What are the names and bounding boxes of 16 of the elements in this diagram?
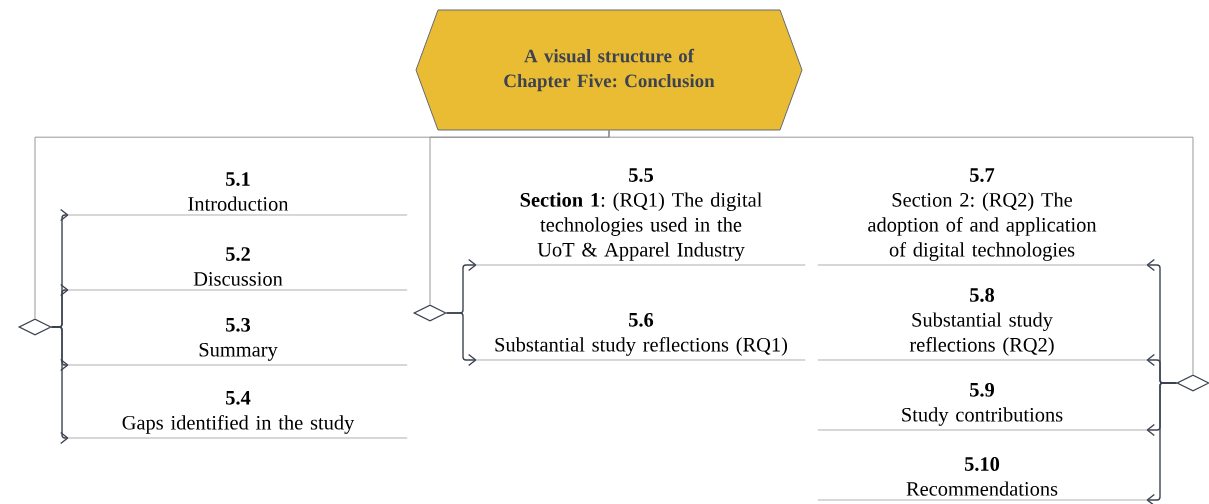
section-item: 5.7 Section 2: (RQ2) The adoption of and application of digital technologies [817,168,1147,266]
section-item: 5.3 Summary [68,318,408,366]
title-hexagon: A visual structure of Chapter Five: Conclusion [415,9,803,131]
connector-line [608,129,1194,375]
section-item: 5.1 Introduction [68,172,408,216]
section-item: 5.8 Substantial study reflections (RQ2) [817,288,1147,361]
section-item: 5.5 Section 1: (RQ1) The digital technologies used in the UoT & Apparel Industry [476,168,806,266]
section-item: 5.9 Study contributions [817,383,1147,431]
section-item: 5.10 Recommendations [817,457,1147,501]
section-item: 5.4 Gaps identified in the study [68,391,408,439]
arrow [445,312,477,367]
section-item: 5.2 Discussion [68,247,408,291]
arrow [1146,382,1178,504]
diamond-symbol [1175,374,1209,392]
arrow [50,326,69,445]
section-item: 5.6 Substantial study reflections (RQ1) [476,313,806,361]
